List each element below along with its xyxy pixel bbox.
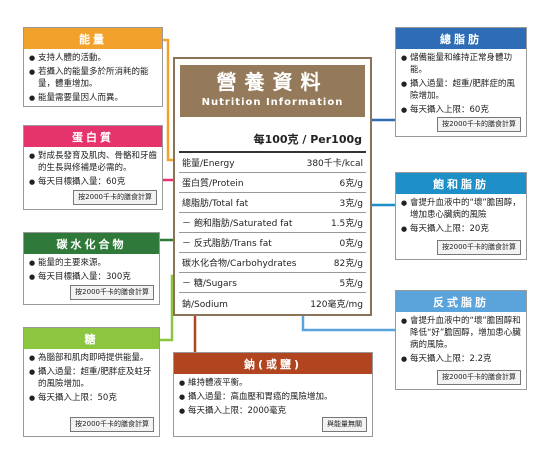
row-name: 鈉/Sodium	[182, 299, 228, 310]
carbs-title: 碳水化合物	[24, 233, 159, 254]
label-row-totalfat: 總脂肪/Total fat 3克/g	[179, 193, 366, 213]
label-row-sugar: － 糖/Sugars 5克/g	[179, 273, 366, 293]
carbs-box: 碳水化合物 能量的主要來源。 每天目標攝入量：300克 按2000千卡的膳食計算	[23, 232, 160, 305]
protein-box: 蛋白質 對成長發育及肌肉、骨骼和牙齒的生長與修補是必需的。 每天目標攝入量：60…	[23, 125, 163, 210]
label-row-satfat: － 飽和脂肪/Saturated fat 1.5克/g	[179, 213, 366, 233]
row-value: 0克/g	[339, 239, 363, 249]
carbs-note: 按2000千卡的膳食計算	[70, 285, 154, 300]
label-row-energy: 能量/Energy 380千卡/kcal	[179, 153, 366, 173]
satfat-item: 會提升血液中的“壞”膽固醇，增加患心臟病的風險	[401, 197, 521, 221]
carbs-item: 每天目標攝入量：300克	[29, 271, 154, 283]
sodium-item: 攝入過量：高血壓和胃癌的風險增加。	[179, 391, 367, 403]
protein-item: 每天目標攝入量：60克	[29, 176, 157, 188]
label-row-sodium: 鈉/Sodium 120毫克/mg	[179, 293, 366, 313]
row-name: 能量/Energy	[182, 159, 235, 169]
sugar-item: 為腦部和肌肉即時提供能量。	[29, 352, 154, 364]
energy-title: 能量	[24, 28, 162, 49]
sugar-box: 糖 為腦部和肌肉即時提供能量。 攝入過量：超重/肥胖症及蛀牙的風險增加。 每天攝…	[23, 327, 160, 437]
energy-item: 若攝入的能量多於所消耗的能量，體重增加。	[29, 66, 157, 90]
sugar-item: 攝入過量：超重/肥胖症及蛀牙的風險增加。	[29, 366, 154, 390]
energy-box: 能量 支持人體的活動。 若攝入的能量多於所消耗的能量，體重增加。 能量需要量因人…	[23, 27, 163, 107]
transfat-box: 反式脂肪 會提升血液中的“壞”膽固醇和降低“好”膽固醇，增加患心臟病的風險。 每…	[395, 290, 527, 390]
row-value: 82克/g	[333, 259, 363, 269]
transfat-note: 按2000千卡的膳食計算	[437, 370, 521, 385]
totalfat-item: 儲備能量和維持正常身體功能。	[401, 52, 521, 76]
satfat-title: 飽和脂肪	[396, 173, 526, 194]
label-per-unit: 每100克 / Per100g	[253, 133, 362, 146]
label-title: 營養資料	[216, 70, 329, 94]
sugar-item: 每天攝入上限：50克	[29, 392, 154, 404]
sodium-title: 鈉(或鹽)	[174, 353, 372, 374]
row-value: 6克/g	[339, 179, 363, 189]
satfat-note: 按2000千卡的膳食計算	[437, 240, 521, 255]
label-header: 營養資料 Nutrition Information	[180, 65, 365, 117]
transfat-item: 會提升血液中的“壞”膽固醇和降低“好”膽固醇，增加患心臟病的風險。	[401, 315, 521, 351]
label-row-transfat: － 反式脂肪/Trans fat 0克/g	[179, 233, 366, 253]
carbs-item: 能量的主要來源。	[29, 257, 154, 269]
row-value: 5克/g	[339, 279, 363, 289]
row-value: 120毫克/mg	[310, 299, 363, 310]
row-value: 3克/g	[339, 199, 363, 209]
protein-title: 蛋白質	[24, 126, 162, 147]
row-name: 碳水化合物/Carbohydrates	[182, 259, 297, 269]
totalfat-title: 總脂肪	[396, 28, 526, 49]
label-subtitle: Nutrition Information	[201, 97, 344, 108]
energy-item: 支持人體的活動。	[29, 52, 157, 64]
sugar-title: 糖	[24, 328, 159, 349]
label-row-protein: 蛋白質/Protein 6克/g	[179, 173, 366, 193]
satfat-item: 每天攝入上限：20克	[401, 223, 521, 235]
row-value: 380千卡/kcal	[306, 159, 363, 169]
sodium-item: 每天攝入上限：2000毫克	[179, 405, 367, 417]
totalfat-item: 每天攝入上限：60克	[401, 104, 521, 116]
energy-item: 能量需要量因人而異。	[29, 92, 157, 104]
row-name: － 反式脂肪/Trans fat	[182, 239, 272, 249]
row-name: 蛋白質/Protein	[182, 179, 244, 189]
row-name: － 飽和脂肪/Saturated fat	[182, 219, 293, 229]
row-name: － 糖/Sugars	[182, 279, 237, 289]
transfat-item: 每天攝入上限：2.2克	[401, 353, 521, 365]
transfat-title: 反式脂肪	[396, 291, 526, 312]
label-rows: 能量/Energy 380千卡/kcal 蛋白質/Protein 6克/g 總脂肪/…	[179, 151, 366, 313]
sugar-note: 按2000千卡的膳食計算	[70, 417, 154, 432]
row-name: 總脂肪/Total fat	[182, 199, 249, 209]
protein-item: 對成長發育及肌肉、骨骼和牙齒的生長與修補是必需的。	[29, 150, 157, 174]
label-row-carbs: 碳水化合物/Carbohydrates 82克/g	[179, 253, 366, 273]
totalfat-item: 攝入過量：超重/肥胖症的風險增加。	[401, 78, 521, 102]
totalfat-box: 總脂肪 儲備能量和維持正常身體功能。 攝入過量：超重/肥胖症的風險增加。 每天攝…	[395, 27, 527, 137]
sodium-item: 維持體液平衡。	[179, 377, 367, 389]
sodium-box: 鈉(或鹽) 維持體液平衡。 攝入過量：高血壓和胃癌的風險增加。 每天攝入上限：2…	[173, 352, 373, 437]
sodium-note: 與能量無關	[322, 417, 367, 432]
nutrition-label: 營養資料 Nutrition Information 每100克 / Per10…	[173, 57, 372, 316]
satfat-box: 飽和脂肪 會提升血液中的“壞”膽固醇，增加患心臟病的風險 每天攝入上限：20克 …	[395, 172, 527, 260]
protein-note: 按2000千卡的膳食計算	[73, 190, 157, 205]
row-value: 1.5克/g	[330, 219, 363, 229]
totalfat-note: 按2000千卡的膳食計算	[437, 117, 521, 132]
